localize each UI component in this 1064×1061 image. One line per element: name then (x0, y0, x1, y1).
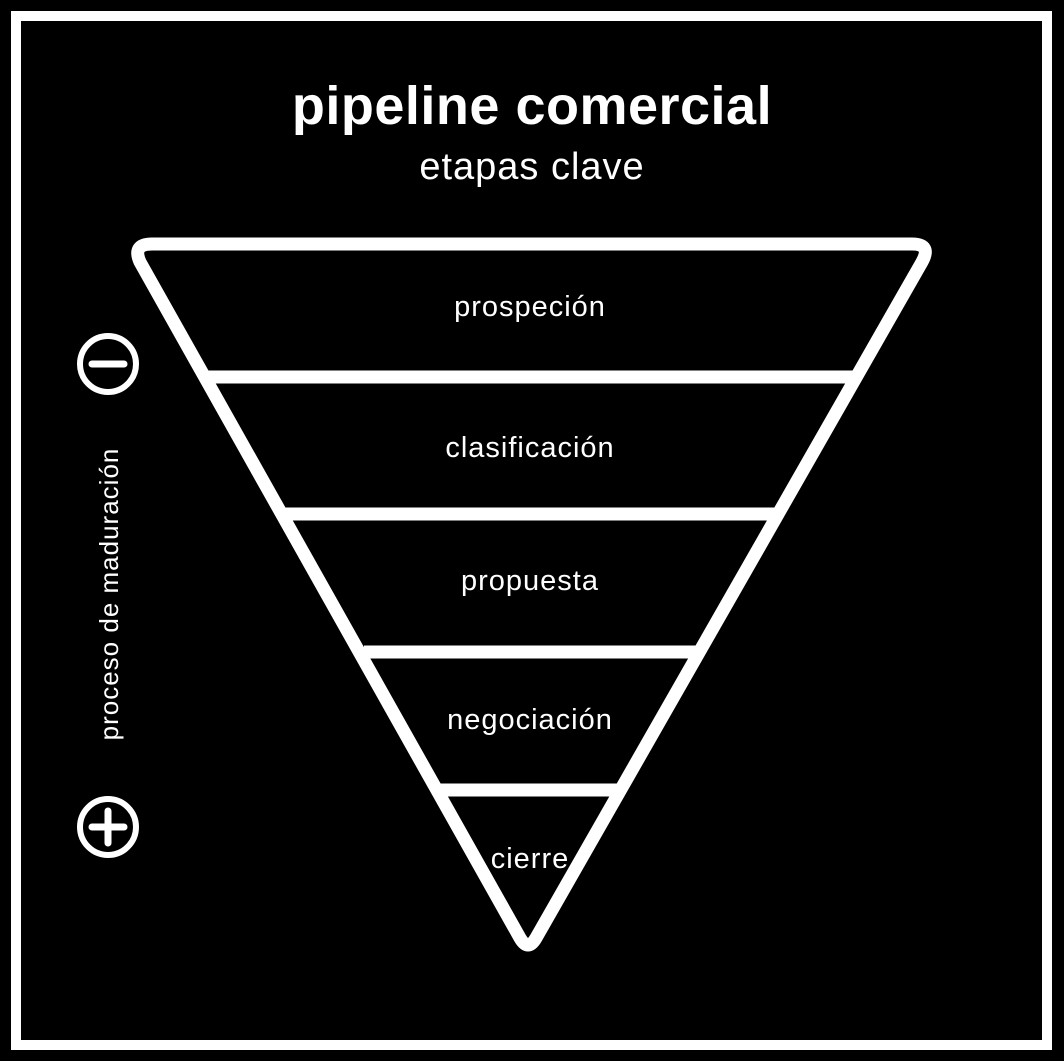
stage-label-cierre: cierre (490, 843, 570, 875)
diagram-subtitle: etapas clave (419, 146, 645, 188)
side-axis-label: proceso de maduración (94, 447, 124, 741)
diagram-title: pipeline comercial (291, 76, 773, 136)
plus-circle-icon (77, 796, 139, 858)
stage-label-prospecion: prospeción (454, 291, 606, 323)
stage-label-propuesta: propuesta (461, 565, 599, 597)
stage-label-negociacion: negociación (447, 704, 613, 736)
funnel-outline (131, 237, 932, 952)
diagram-frame (11, 11, 1052, 1050)
stage-label-clasificacion: clasificación (445, 432, 615, 464)
minus-circle-icon (77, 333, 139, 395)
